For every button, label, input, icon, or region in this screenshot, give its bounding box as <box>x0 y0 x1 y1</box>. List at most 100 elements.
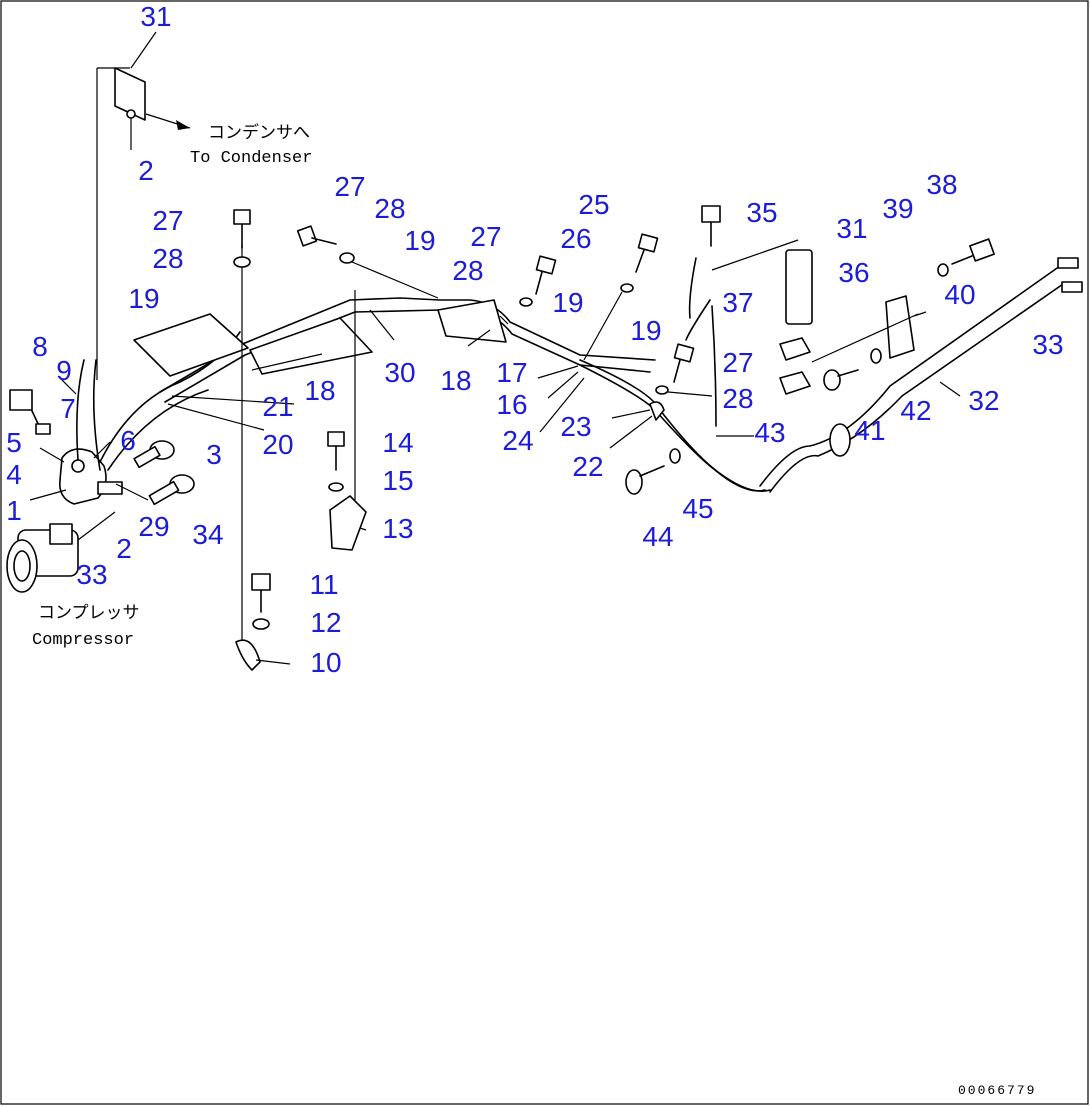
hose-left-a <box>76 359 85 461</box>
callout-19b: 19 <box>404 225 435 256</box>
callout-12: 12 <box>310 607 341 638</box>
clamp-22 <box>649 401 665 421</box>
callout-39: 39 <box>882 193 913 224</box>
hose-upper-2 <box>107 389 209 471</box>
compressor-note-en: Compressor <box>32 631 134 650</box>
callout-27: 27 <box>152 205 183 236</box>
bolt-27-b <box>296 225 337 247</box>
callout-17: 17 <box>496 357 527 388</box>
washer-28-c <box>519 297 533 307</box>
callout-27d: 27 <box>722 347 753 378</box>
callout-38: 38 <box>926 169 957 200</box>
washer-42 <box>870 348 882 364</box>
callout-19: 19 <box>128 283 159 314</box>
callout-23: 23 <box>560 411 591 442</box>
callout-16: 16 <box>496 389 527 420</box>
callout-19c: 19 <box>552 287 583 318</box>
callout-29: 29 <box>138 511 169 542</box>
compressor <box>6 511 116 593</box>
cap-33-b <box>1061 281 1083 293</box>
callout-34: 34 <box>192 519 223 550</box>
hose-connector-block <box>9 389 123 505</box>
callout-22: 22 <box>572 451 603 482</box>
protector-pad-left <box>133 313 249 377</box>
washer-45 <box>669 448 681 464</box>
bolt-34 <box>148 474 195 506</box>
washer-28-b <box>339 252 355 264</box>
callout-27c: 27 <box>470 221 501 252</box>
pipe-43 <box>711 305 717 427</box>
clamp-10 <box>235 639 261 671</box>
callout-13: 13 <box>382 513 413 544</box>
bracket-40 <box>885 295 915 359</box>
callout-9: 9 <box>56 355 72 386</box>
callout-7: 7 <box>60 393 76 424</box>
callout-42: 42 <box>900 395 931 426</box>
callout-44: 44 <box>642 521 673 552</box>
callout-32: 32 <box>968 385 999 416</box>
bolt-11 <box>251 573 271 613</box>
callout-4: 4 <box>6 459 22 490</box>
bolt-14 <box>327 431 345 471</box>
callout-33b: 33 <box>1032 329 1063 360</box>
callout-3: 3 <box>206 439 222 470</box>
callout-1: 1 <box>6 495 22 526</box>
callout-40: 40 <box>944 279 975 310</box>
condenser-pipe-set <box>96 67 191 380</box>
callout-33: 33 <box>76 559 107 590</box>
drawing-code: 00066779 <box>958 1083 1036 1098</box>
callout-2: 2 <box>138 155 154 186</box>
washer-15 <box>328 482 344 492</box>
clamp-37-b <box>779 371 811 395</box>
washer-39 <box>937 263 949 277</box>
callout-31: 31 <box>140 1 171 32</box>
bolt-25 <box>635 233 659 273</box>
callout-43: 43 <box>754 417 785 448</box>
washer-26 <box>620 283 634 293</box>
callout-14: 14 <box>382 427 413 458</box>
main-hose-lower <box>164 309 651 403</box>
callout-26: 26 <box>560 223 591 254</box>
callout-28c: 28 <box>452 255 483 286</box>
callout-20: 20 <box>262 429 293 460</box>
callout-25: 25 <box>578 189 609 220</box>
pipe-31-a <box>688 257 697 319</box>
clamp-right <box>829 423 851 457</box>
callout-36: 36 <box>838 257 869 288</box>
washer-28-d <box>655 385 669 395</box>
bolt-44 <box>625 465 665 495</box>
callout-18b: 18 <box>440 365 471 396</box>
leader-lines <box>29 31 961 665</box>
callout-28d: 28 <box>722 383 753 414</box>
protector-pad-right <box>437 299 507 343</box>
callout-24: 24 <box>502 425 533 456</box>
compressor-note-jp: コンプレッサ <box>38 603 140 624</box>
callout-45: 45 <box>682 493 713 524</box>
callout-30: 30 <box>384 357 415 388</box>
pipe-31-b <box>685 299 711 341</box>
hose-32-b <box>769 281 1067 493</box>
callout-8: 8 <box>32 331 48 362</box>
bracket-13 <box>329 495 367 551</box>
callout-28b: 28 <box>374 193 405 224</box>
callout-5: 5 <box>6 427 22 458</box>
bolt-27-c <box>535 255 557 295</box>
callout-21: 21 <box>262 391 293 422</box>
condenser-note-jp: コンデンサへ <box>208 122 310 144</box>
washer-12 <box>252 618 270 630</box>
bolt-41 <box>823 369 859 391</box>
callout-41: 41 <box>854 415 885 446</box>
callout-2b: 2 <box>116 533 132 564</box>
clamp-37-a <box>779 337 811 361</box>
bolt-27-d <box>673 343 695 383</box>
washer-28-a <box>233 256 251 268</box>
protector-pad-mid <box>249 317 373 375</box>
callout-27b: 27 <box>334 171 365 202</box>
callout-10: 10 <box>310 647 341 678</box>
bolt-27-a <box>233 209 251 249</box>
callout-37: 37 <box>722 287 753 318</box>
bolt-35 <box>701 205 721 247</box>
callout-labels: 31 2 27 28 19 8 9 7 5 6 4 3 1 29 34 2 33… <box>6 1 1063 678</box>
